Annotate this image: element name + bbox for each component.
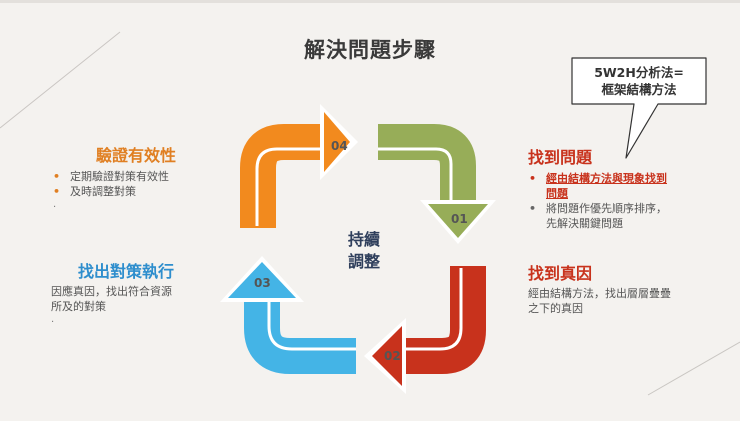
step-02-arrow [364, 266, 486, 394]
execute-heading: 找出對策執行 [78, 262, 175, 281]
execute-stray-mark: . [51, 314, 55, 325]
verify-bullet-2: •及時調整對策 [53, 185, 136, 198]
step-04-number: 04 [331, 139, 348, 153]
center-label-line1: 持續 [347, 230, 380, 249]
find-problem-bullet-1: • 經由結構方法與現象找到 問題 [529, 172, 667, 200]
callout-bubble [571, 57, 707, 159]
step-03-number: 03 [254, 276, 271, 290]
step-02-number: 02 [384, 349, 401, 363]
page-title: 解決問題步驟 [304, 38, 436, 62]
find-problem-heading: 找到問題 [528, 148, 593, 167]
step-01-arrow [378, 124, 496, 244]
step-01-number: 01 [451, 212, 468, 226]
find-problem-bullet-2: • 將問題作優先順序排序， 先解決關鍵問題 [529, 202, 667, 230]
find-problem-bullets: • 經由結構方法與現象找到 問題 • 將問題作優先順序排序， 先解決關鍵問題 [528, 171, 718, 231]
execute-text: 因應真因，找出符合資源 所及的對策 [51, 285, 172, 313]
find-cause-heading: 找到真因 [528, 264, 593, 283]
verify-bullet-1: •定期驗證對策有效性 [53, 170, 169, 183]
verify-stray-mark: . [53, 199, 57, 210]
verify-bullets: •定期驗證對策有效性 •及時調整對策 [52, 169, 242, 199]
callout-text: 5W2H分析法= 框架結構方法 [594, 65, 684, 97]
top-bar [0, 0, 740, 3]
center-label-line2: 調整 [347, 252, 380, 271]
step-03-arrow [220, 256, 356, 374]
center-label: 持續 調整 [328, 229, 400, 273]
find-cause-text: 經由結構方法，找出層層疊疊 之下的真因 [528, 287, 671, 315]
step-04-arrow [240, 104, 358, 228]
verify-heading: 驗證有效性 [96, 146, 177, 165]
